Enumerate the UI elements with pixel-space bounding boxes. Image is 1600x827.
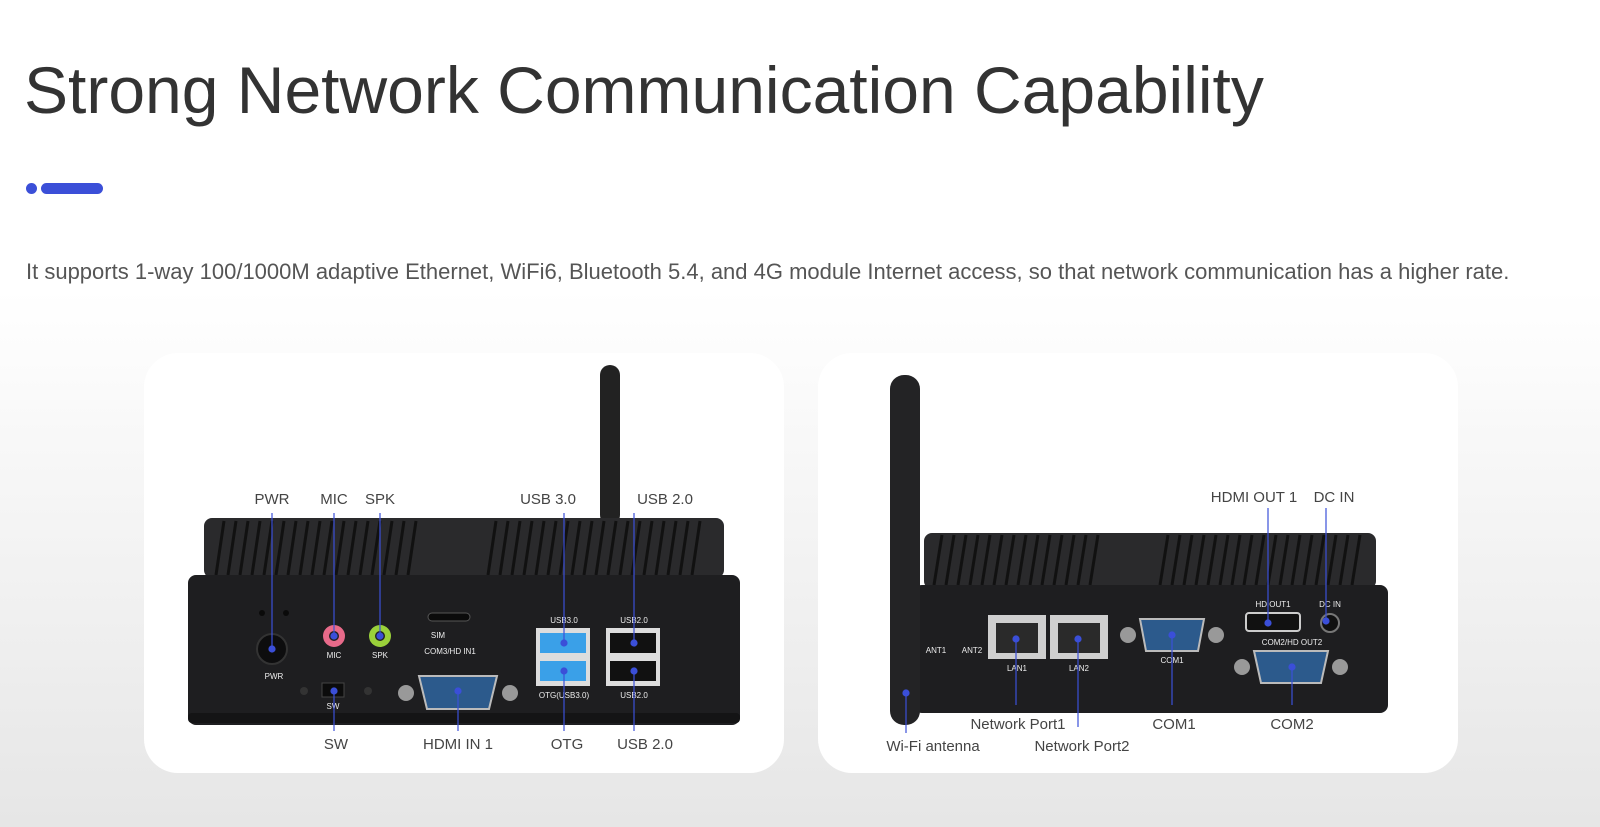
label-mic: MIC	[320, 491, 348, 508]
label-usb20-bottom: USB 2.0	[617, 736, 673, 753]
label-wifi-antenna: Wi-Fi antenna	[886, 738, 980, 755]
label-com1: COM1	[1152, 716, 1196, 733]
label-pwr: PWR	[254, 491, 290, 508]
label-otg: OTG	[550, 736, 584, 753]
accent-dot	[26, 183, 37, 194]
silk-lan1: LAN1	[1007, 664, 1028, 673]
label-sw: SW	[323, 736, 349, 753]
label-usb20-top: USB 2.0	[637, 491, 693, 508]
accent-bar	[41, 183, 103, 194]
label-com2: COM2	[1270, 716, 1314, 733]
silk-hd-out1: HD OUT1	[1255, 600, 1291, 609]
silk-spk: SPK	[372, 651, 389, 660]
silk-dcin: DC IN	[1319, 600, 1341, 609]
page-title: Strong Network Communication Capability	[24, 53, 1264, 127]
back-panel-image: ANT1 ANT2 LAN1 LAN2 COM1 HD OUT1 DC IN C…	[818, 353, 1458, 773]
back-device-illustration: ANT1 ANT2 LAN1 LAN2 COM1 HD OUT1 DC IN C…	[890, 375, 1388, 733]
label-network-port2: Network Port2	[1034, 738, 1130, 755]
silk-sw: SW	[327, 702, 340, 711]
silk-ant2: ANT2	[962, 646, 983, 655]
feature-description: It supports 1-way 100/1000M adaptive Eth…	[26, 259, 1510, 284]
silk-com2: COM2/HD OUT2	[1262, 638, 1323, 647]
silk-lan2: LAN2	[1069, 664, 1090, 673]
label-dc-in: DC IN	[1313, 489, 1355, 506]
silk-mic: MIC	[327, 651, 342, 660]
silk-pwr: PWR	[265, 672, 284, 681]
label-spk: SPK	[364, 491, 396, 508]
silk-com3: COM3/HD IN1	[424, 647, 476, 656]
label-usb30: USB 3.0	[520, 491, 576, 508]
label-hdmi-out1: HDMI OUT 1	[1210, 489, 1298, 506]
silk-sim: SIM	[431, 631, 446, 640]
label-hdmi-in1: HDMI IN 1	[422, 736, 494, 753]
silk-ant1: ANT1	[926, 646, 947, 655]
label-network-port1: Network Port1	[970, 716, 1066, 733]
